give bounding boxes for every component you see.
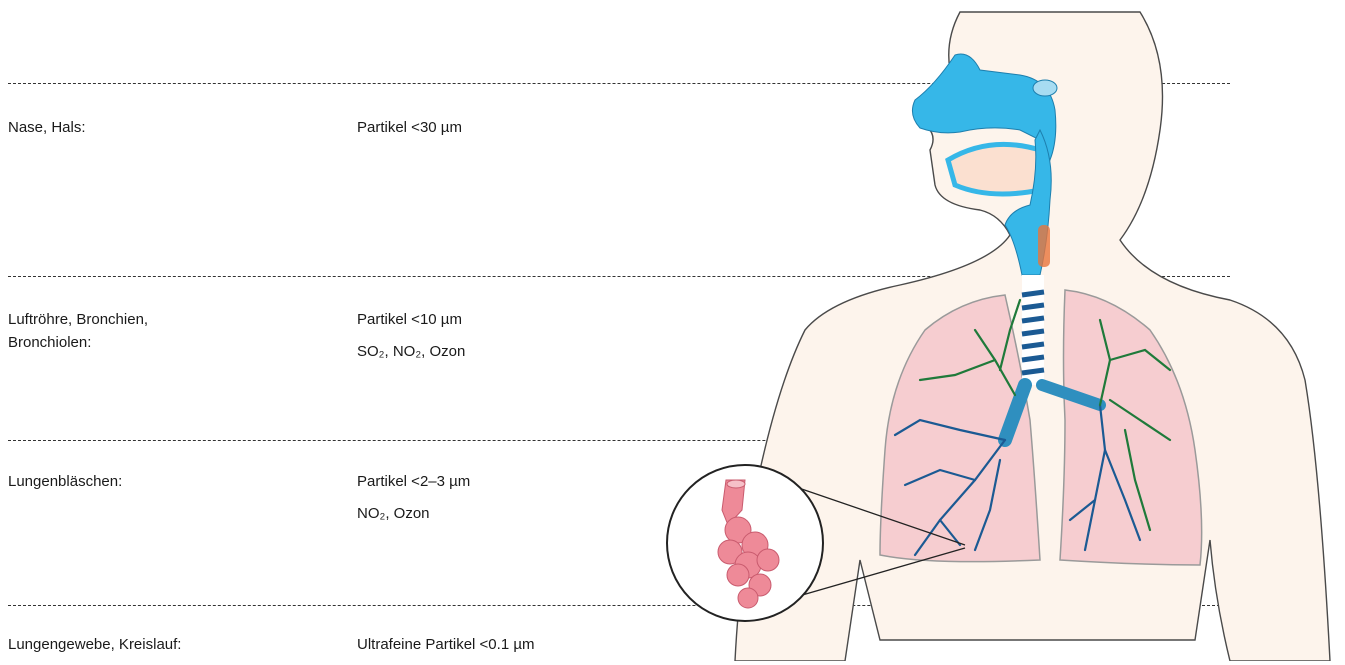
region-trachea-bronchi: Luftröhre, Bronchien, Bronchiolen: xyxy=(8,308,308,354)
respiratory-system-illustration xyxy=(600,0,1345,661)
sinus xyxy=(1033,80,1057,96)
esophagus xyxy=(1038,225,1050,267)
region-lung-tissue-circulation: Lungengewebe, Kreislauf: xyxy=(8,633,308,656)
trachea xyxy=(1022,275,1044,385)
region-line: Luftröhre, Bronchien, xyxy=(8,308,308,331)
region-line: Bronchiolen: xyxy=(8,331,308,354)
region-nose-throat: Nase, Hals: xyxy=(8,116,308,139)
region-alveoli: Lungenbläschen: xyxy=(8,470,308,493)
oral-cavity xyxy=(948,144,1040,194)
